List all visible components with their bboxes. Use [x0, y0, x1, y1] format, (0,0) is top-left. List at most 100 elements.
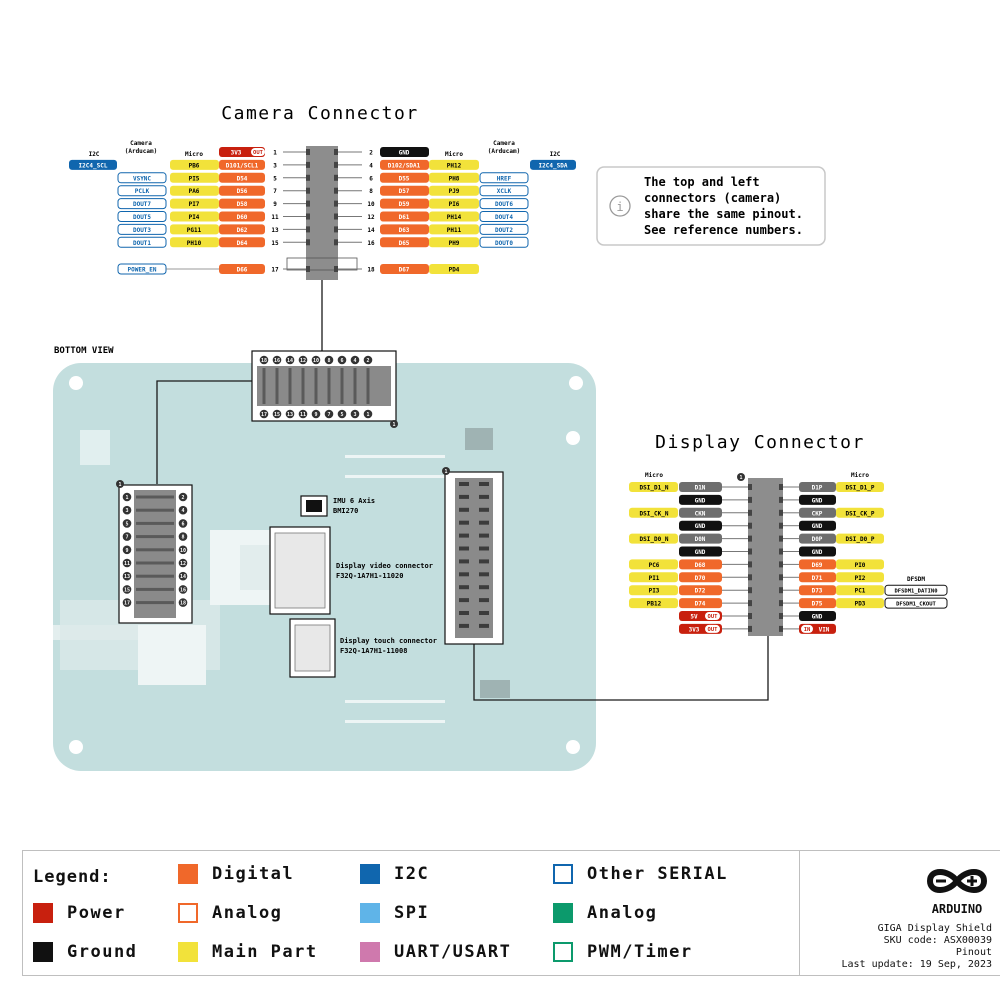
camera-func-left-label: D66 [237, 267, 248, 274]
camera-func-left-label: D54 [237, 175, 248, 182]
legend-swatch [553, 903, 573, 923]
pin-pad-right [334, 200, 338, 207]
pin-pad-right [334, 266, 338, 272]
display-out-badge: OUT [708, 627, 719, 633]
display-board-pin [459, 520, 469, 525]
left-connector-left-num: 7 [125, 535, 128, 541]
pin-dot [298, 355, 308, 365]
display-func-left [679, 494, 722, 505]
camera-func-left-label: D101/SCL1 [226, 162, 259, 169]
camera-i2c-right-label: I2C4_SDA [539, 162, 568, 169]
camera-func-right-label: D67 [399, 267, 410, 274]
display-board-pin [459, 546, 469, 551]
camera-connector-title: Camera Connector [221, 103, 418, 124]
camera-func-left [219, 159, 265, 170]
imu-label: IMU 6 Axis [333, 497, 375, 505]
pin-dot [122, 545, 132, 555]
pin-number-left: 9 [273, 201, 277, 208]
arduino-logo-icon: ARDUINO [926, 869, 988, 916]
display-func-right-label: GND [812, 549, 823, 556]
display-pin-pad [779, 625, 783, 632]
camera-func-left [219, 224, 265, 235]
note-line-4: See reference numbers. [644, 223, 803, 237]
pin-pad-left [306, 200, 310, 207]
pin-dot [350, 355, 360, 365]
display-pin-pad [779, 613, 783, 619]
display-micro-left-label: DSI_D1_N [640, 485, 669, 492]
camera-func-right [380, 185, 429, 196]
camera-signal-right [479, 223, 529, 235]
pin-pad-right [334, 187, 338, 194]
camera-func-left [219, 198, 265, 209]
pin1-marker-dot [390, 420, 398, 428]
camera-micro-left [170, 159, 219, 170]
legend-label: PWM/Timer [587, 942, 693, 962]
display-func-right [799, 520, 836, 531]
camera-micro-right-label: PH8 [449, 175, 460, 182]
display-micro-right [836, 482, 884, 492]
header-i2c-right: I2C [550, 151, 561, 158]
display-board-pin [479, 494, 489, 499]
display-board-pin [459, 494, 469, 499]
camera-micro-right-label: PD4 [449, 267, 460, 274]
camera-micro-right-label: PH12 [447, 162, 462, 169]
pinout-diagram: Camera Connector Display Connector I2CCa… [53, 103, 948, 771]
display-micro-right-label: DSI_D0_P [846, 536, 875, 543]
pin-dot [178, 545, 188, 555]
display-func-right [799, 598, 836, 609]
left-connector-right-num: 4 [181, 508, 184, 514]
pin-pad-left [306, 174, 310, 181]
display-func-right [799, 611, 836, 621]
legend-item: Analog [553, 903, 657, 923]
display-micro-right-label: DSI_D1_P [846, 485, 875, 492]
display-micro-left [629, 507, 678, 518]
top-connector-pin [314, 368, 318, 404]
display-board-pin [479, 572, 489, 577]
camera-header-bracket [286, 257, 358, 271]
camera-micro-right [429, 198, 479, 209]
display-pin-pad [748, 625, 752, 632]
camera-signal-left [117, 236, 167, 248]
camera-func-right-label: D63 [399, 227, 410, 234]
display-func-right-label: GND [812, 523, 823, 530]
display-header-micro-left: Micro [645, 472, 663, 479]
pin-dot [298, 409, 308, 419]
pin-dot [350, 409, 360, 419]
left-connector-right-num: 8 [181, 535, 184, 541]
top-connector-pin [340, 368, 344, 404]
camera-header-body [306, 146, 338, 280]
left-connector-right-num: 10 [180, 548, 186, 554]
pin-dot [337, 355, 347, 365]
display-board-pin [459, 572, 469, 577]
left-connector-pin [136, 521, 174, 525]
pin-number-right: 12 [367, 214, 375, 221]
top-connector-bottom-num: 13 [287, 412, 293, 418]
in-badge-bg [801, 624, 813, 633]
camera-micro-right [429, 211, 479, 222]
document-type: Pinout [955, 947, 992, 958]
pin-pad-right [334, 213, 338, 220]
legend-label: Other SERIAL [587, 864, 728, 884]
pin-pad-right [334, 174, 338, 181]
left-connector-right-num: 18 [180, 601, 186, 607]
display-header-micro-right: Micro [851, 472, 869, 479]
display-func-right-label: D71 [812, 575, 823, 582]
pin-dot [122, 505, 132, 515]
camera-func-left [219, 264, 265, 274]
camera-func-left [219, 211, 265, 222]
display-pin-pad [748, 613, 752, 619]
camera-micro-left-label: PB6 [189, 162, 200, 169]
left-connector-right-num: 12 [180, 561, 186, 567]
display-func-left-label: D1N [695, 485, 706, 492]
camera-signal-left [117, 223, 167, 235]
top-connector-pin [288, 368, 292, 404]
pin-dot [324, 409, 334, 419]
top-connector-top-num: 6 [340, 358, 343, 364]
pin-pad-left [306, 213, 310, 220]
display-pin-pad [779, 600, 783, 607]
display-func-left-label: GND [695, 549, 706, 556]
display-board-pin [459, 533, 469, 538]
display-video-connector: Display video connector F32Q-1A7H1-11020 [269, 526, 433, 615]
left-connector-pin [136, 508, 174, 512]
pin-dot [259, 409, 269, 419]
